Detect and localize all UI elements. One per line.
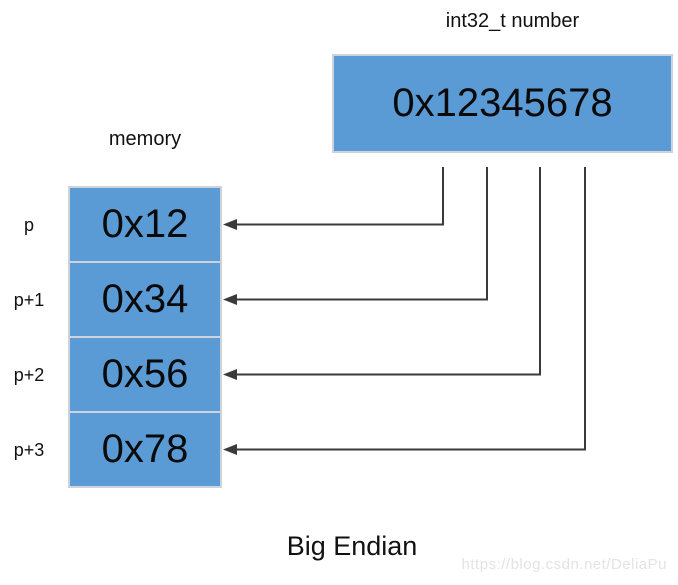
int32-number-label: int32_t number (445, 10, 580, 32)
pointer-label-p1: p+1 (13, 290, 45, 310)
memory-cell-value: 0x34 (101, 277, 189, 321)
int32-number-value: 0x12345678 (392, 81, 613, 125)
pointer-label-p3: p+3 (13, 440, 45, 460)
memory-cell-value: 0x12 (101, 202, 189, 246)
memory-cell-p1: 0x34 (68, 261, 222, 338)
memory-column: 0x12 0x34 0x56 0x78 (68, 186, 222, 488)
memory-cell-value: 0x78 (101, 427, 189, 471)
memory-cell-value: 0x56 (101, 352, 189, 396)
memory-cell-p3: 0x78 (68, 411, 222, 488)
arrow-byte78-to-p3 (223, 167, 586, 455)
pointer-label-p2: p+2 (13, 365, 45, 385)
memory-cell-p2: 0x56 (68, 336, 222, 413)
arrow-byte12-to-p (223, 167, 444, 230)
diagram-title: Big Endian (286, 531, 418, 561)
arrow-byte34-to-p1 (223, 167, 488, 305)
int32-number-box: 0x12345678 (332, 54, 673, 153)
memory-label: memory (108, 128, 182, 150)
memory-cell-p: 0x12 (68, 186, 222, 263)
watermark-text: https://blog.csdn.net/DeliaPu (461, 556, 667, 573)
pointer-label-p: p (23, 215, 34, 235)
arrow-byte56-to-p2 (223, 167, 541, 380)
